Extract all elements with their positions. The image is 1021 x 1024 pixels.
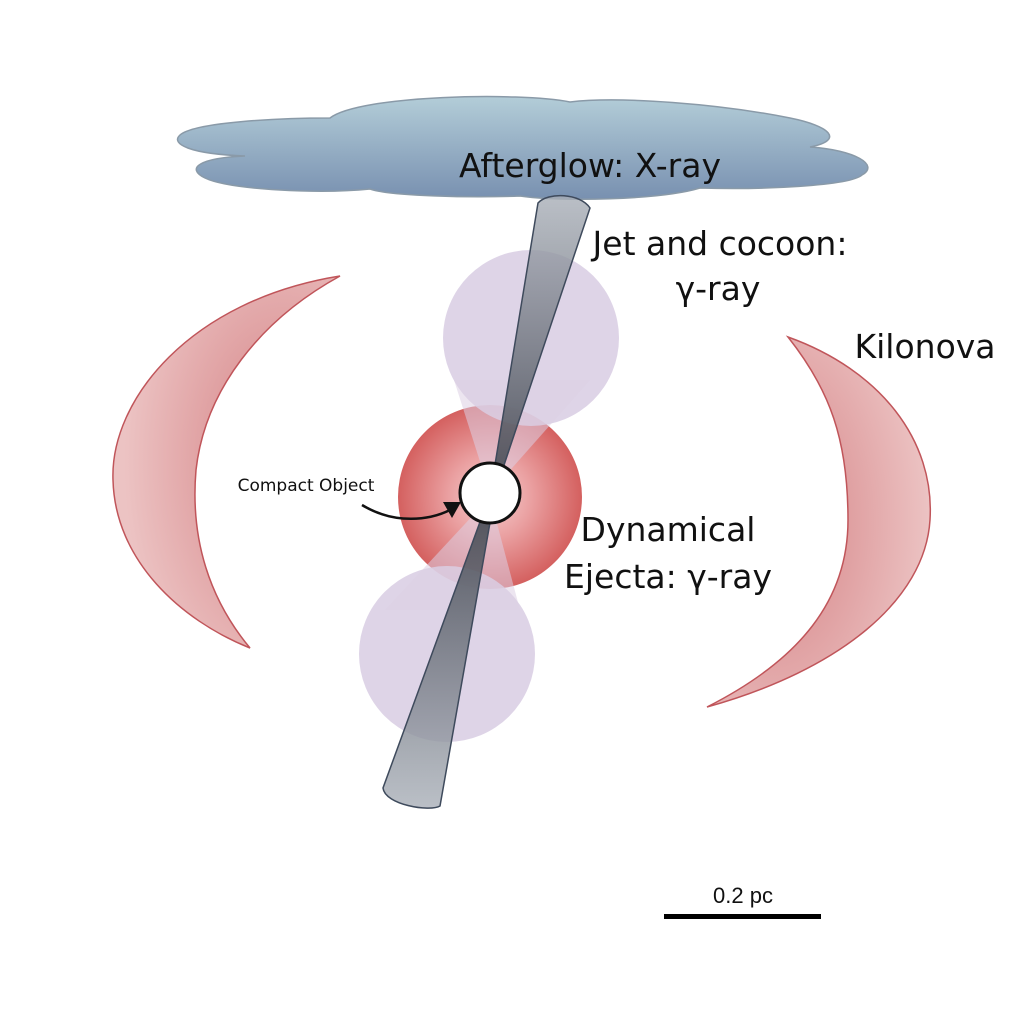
- kilonova-label: Kilonova: [854, 327, 995, 366]
- afterglow-cloud: [176, 95, 869, 201]
- kilonova-crescent-left: [112, 275, 341, 649]
- jet-cocoon-label-line2: γ-ray: [676, 269, 761, 308]
- ejecta-label-line1: Dynamical: [581, 510, 756, 549]
- jet-cocoon-label-line1: Jet and cocoon:: [591, 224, 848, 263]
- compact-object-label: Compact Object: [238, 476, 375, 496]
- compact-object-arrow: [361, 503, 451, 520]
- afterglow-label: Afterglow: X-ray: [459, 146, 721, 185]
- arrowhead-icon: [443, 502, 461, 518]
- scale-bar-label: 0.2 pc: [713, 883, 773, 908]
- compact-object: [458, 461, 522, 525]
- scale-bar: [664, 914, 821, 919]
- jet-top: [489, 194, 591, 496]
- kilonova-crescent-right: [706, 335, 932, 708]
- ejecta-label-line2: Ejecta: γ-ray: [564, 557, 772, 596]
- jet-bottom: [382, 499, 495, 809]
